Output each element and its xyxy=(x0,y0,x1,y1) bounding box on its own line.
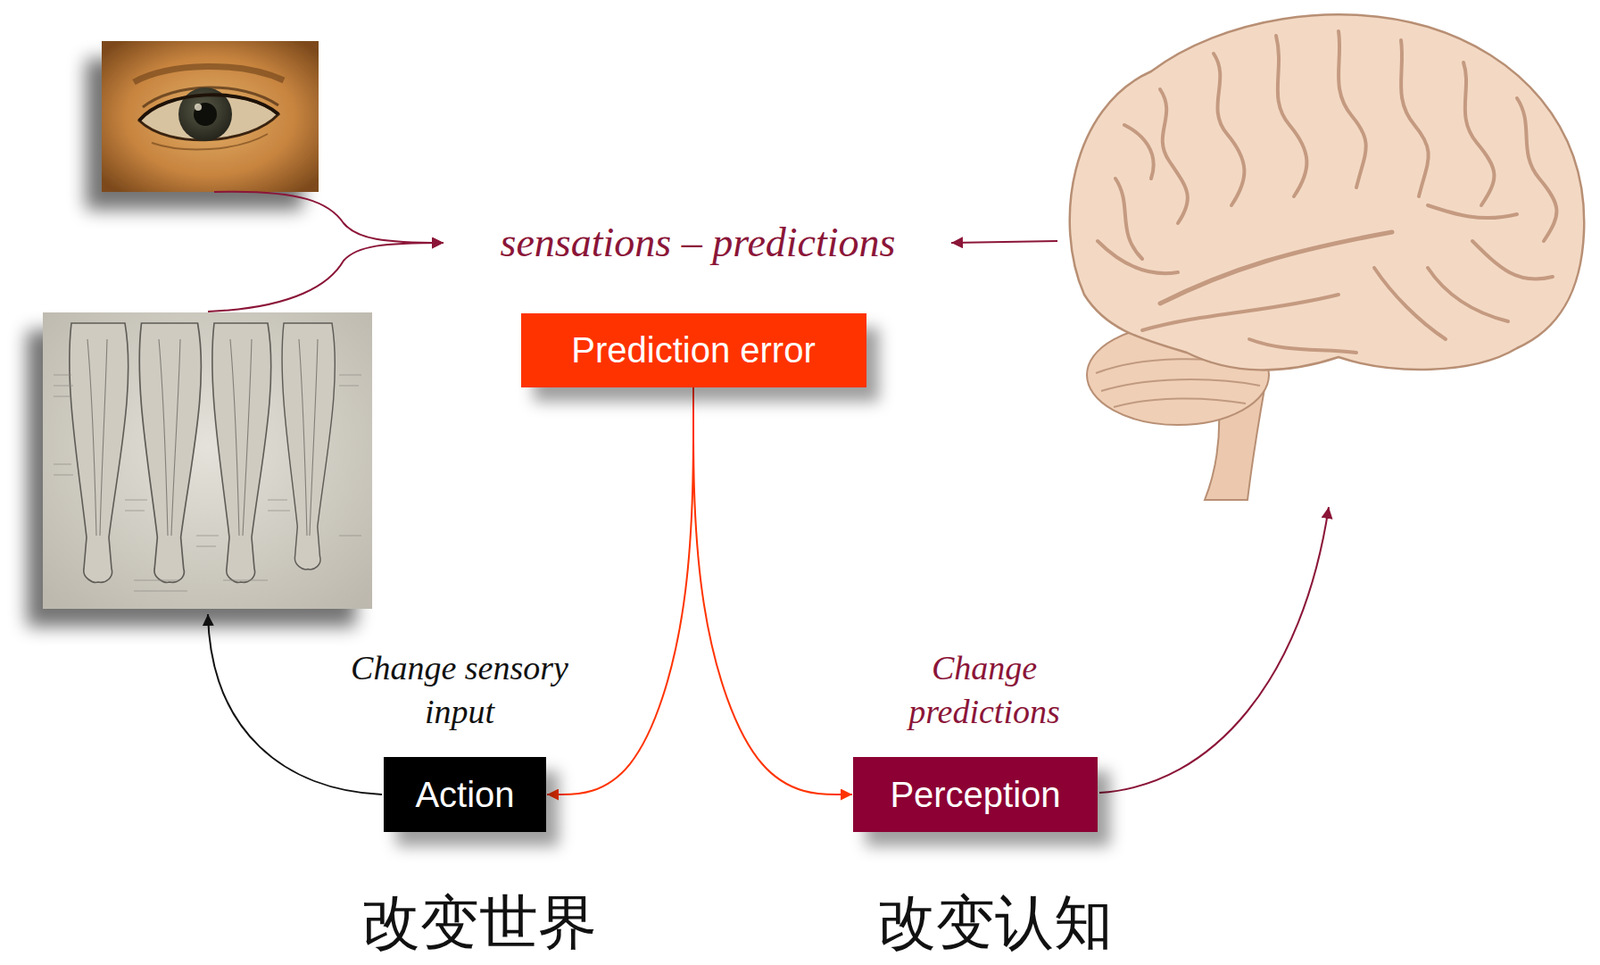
flow-arrow xyxy=(693,387,853,796)
action-box: Action xyxy=(383,756,547,832)
perception-caption: Change predictions xyxy=(875,646,1095,733)
brain-drawing xyxy=(1069,14,1584,500)
chinese-caption: 改变世界 xyxy=(361,885,597,961)
eye-drawing xyxy=(133,66,284,150)
formula-text: sensations – predictions xyxy=(500,216,896,270)
box-label: Perception xyxy=(889,773,1061,815)
arm-sketches xyxy=(53,323,362,591)
box-label: Prediction error xyxy=(571,329,815,371)
error-box: Prediction error xyxy=(521,313,867,388)
arm-anatomy-picture xyxy=(42,312,373,609)
action-caption: Change sensory input xyxy=(350,646,570,733)
chinese-caption: 改变认知 xyxy=(877,885,1113,961)
picture-arrows xyxy=(207,191,1329,795)
flow-arrow xyxy=(547,387,694,796)
perception-arrow xyxy=(1099,506,1329,793)
eye-arrow xyxy=(214,191,444,243)
box-label: Action xyxy=(414,773,514,815)
brain-arrow xyxy=(951,240,1058,243)
perception-box: Perception xyxy=(853,756,1098,832)
arm-arrow xyxy=(207,242,444,312)
action-arrow xyxy=(207,613,382,795)
eye-picture xyxy=(101,41,319,192)
